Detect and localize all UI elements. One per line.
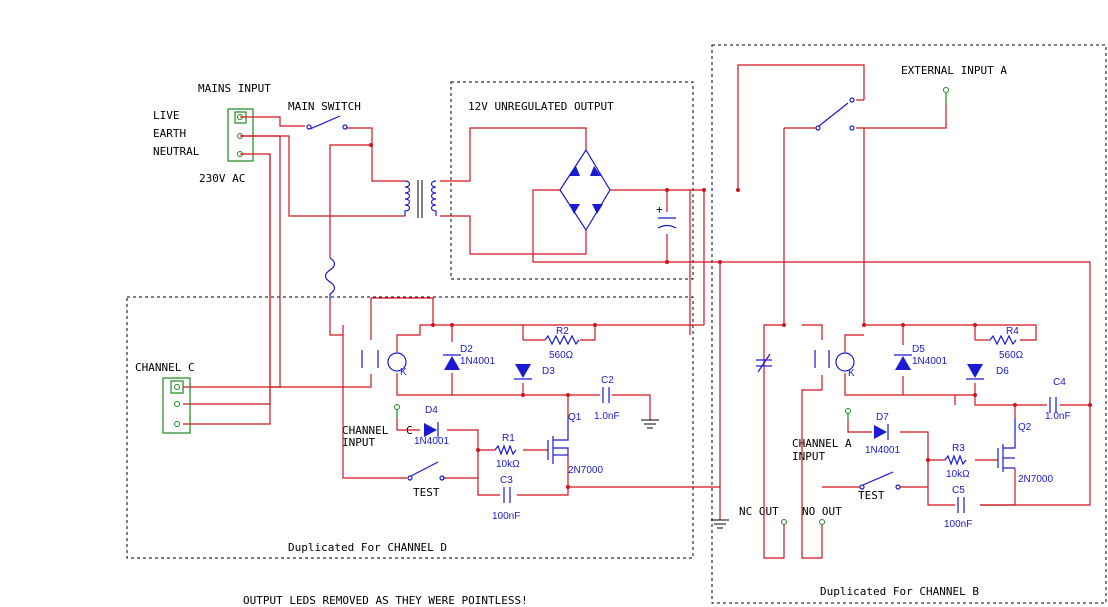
filter-capacitor: + xyxy=(656,203,677,229)
no-out-label: NO OUT xyxy=(802,505,842,518)
svg-text:10kΩ: 10kΩ xyxy=(946,469,970,480)
ac-label: 230V AC xyxy=(199,172,245,185)
psu-wiring xyxy=(440,127,1091,506)
external-input-label: EXTERNAL INPUT A xyxy=(901,64,1007,77)
diode-d2: D2 1N4001 xyxy=(443,344,495,370)
mains-input-label: MAINS INPUT xyxy=(198,82,271,95)
main-switch-label: MAIN SWITCH xyxy=(288,100,361,113)
channel-input-c-node xyxy=(394,404,400,418)
svg-text:560Ω: 560Ω xyxy=(549,350,574,361)
mosfet-q1: Q1 2N7000 xyxy=(547,412,603,476)
channel-input-c-label-2: INPUT xyxy=(342,436,375,449)
led-d6: D6 xyxy=(966,364,1009,380)
duplicated-b-label: Duplicated For CHANNEL B xyxy=(820,585,979,598)
svg-text:1N4001: 1N4001 xyxy=(460,356,495,367)
svg-text:D3: D3 xyxy=(542,366,555,377)
transformer xyxy=(404,180,437,218)
svg-text:D6: D6 xyxy=(996,366,1009,377)
svg-text:D7: D7 xyxy=(876,412,889,423)
svg-text:C5: C5 xyxy=(952,485,965,496)
svg-text:R3: R3 xyxy=(952,443,965,454)
diode-d7: D7 1N4001 xyxy=(865,412,900,456)
bridge-rectifier xyxy=(559,148,611,232)
nc-out-label: NC OUT xyxy=(739,505,779,518)
test-switch-left xyxy=(407,461,445,481)
footer-note: OUTPUT LEDS REMOVED AS THEY WERE POINTLE… xyxy=(243,594,528,607)
varistor xyxy=(756,353,772,373)
no-out-node xyxy=(819,519,825,525)
capacitor-c3: C3 100nF xyxy=(492,475,520,522)
channel-input-c-label-1: CHANNEL xyxy=(342,424,389,437)
ground-b xyxy=(711,519,729,529)
svg-text:1.0nF: 1.0nF xyxy=(594,411,620,422)
svg-text:2N7000: 2N7000 xyxy=(1018,474,1053,485)
led-d3: D3 xyxy=(514,364,555,380)
svg-text:R4: R4 xyxy=(1006,326,1019,337)
svg-text:K: K xyxy=(848,368,855,379)
svg-text:R2: R2 xyxy=(556,326,569,337)
resistor-r4: R4 560Ω xyxy=(989,326,1024,361)
duplicated-d-label: Duplicated For CHANNEL D xyxy=(288,541,447,554)
relay-coil-c: K xyxy=(387,352,407,378)
neutral-label: NEUTRAL xyxy=(153,145,200,158)
svg-text:1N4001: 1N4001 xyxy=(414,436,449,447)
nc-out-node xyxy=(781,519,787,525)
channel-c-wiring xyxy=(270,297,704,496)
mosfet-q2: Q2 2N7000 xyxy=(997,418,1053,485)
capacitor-c4: C4 1.0nF xyxy=(1045,377,1071,422)
relay-contact-b xyxy=(814,350,830,368)
psu-region xyxy=(450,81,694,280)
svg-text:D4: D4 xyxy=(425,405,438,416)
svg-text:1N4001: 1N4001 xyxy=(912,356,947,367)
capacitor-c5: C5 100nF xyxy=(944,485,972,530)
diode-d4: D4 1N4001 xyxy=(414,405,449,447)
svg-text:R1: R1 xyxy=(502,433,515,444)
capacitor-c2: C2 1.0nF xyxy=(594,375,620,422)
channel-b-wiring xyxy=(719,64,1092,559)
svg-text:1.0nF: 1.0nF xyxy=(1045,411,1071,422)
external-input-node xyxy=(943,87,949,105)
ground-c xyxy=(641,419,659,429)
channel-input-a-label-1: CHANNEL A xyxy=(792,437,852,450)
svg-text:100nF: 100nF xyxy=(944,519,972,530)
channel-c-label: CHANNEL C xyxy=(135,361,195,374)
svg-text:K: K xyxy=(400,367,407,378)
channel-b-region xyxy=(711,44,1107,604)
resistor-r1: R1 10kΩ xyxy=(494,433,520,470)
psu-label: 12V UNREGULATED OUTPUT xyxy=(468,100,614,113)
svg-text:D5: D5 xyxy=(912,344,925,355)
svg-text:C3: C3 xyxy=(500,475,513,486)
channel-d-region xyxy=(126,296,694,559)
svg-text:100nF: 100nF xyxy=(492,511,520,522)
svg-text:Q2: Q2 xyxy=(1018,422,1032,433)
channel-input-a-node xyxy=(845,408,851,420)
svg-text:560Ω: 560Ω xyxy=(999,350,1024,361)
svg-text:Q1: Q1 xyxy=(568,412,582,423)
channel-c-connector xyxy=(162,377,191,434)
svg-text:1N4001: 1N4001 xyxy=(865,445,900,456)
test-left-label: TEST xyxy=(413,486,440,499)
mains-wiring xyxy=(183,116,405,425)
svg-text:+: + xyxy=(656,203,663,216)
svg-text:2N7000: 2N7000 xyxy=(568,465,603,476)
resistor-r3: R3 10kΩ xyxy=(944,443,970,480)
relay-contact-c xyxy=(361,350,379,368)
svg-text:D2: D2 xyxy=(460,344,473,355)
live-label: LIVE xyxy=(153,109,180,122)
resistor-r2: R2 560Ω xyxy=(544,326,580,361)
svg-text:C4: C4 xyxy=(1053,377,1066,388)
test-right-label: TEST xyxy=(858,489,885,502)
svg-text:C2: C2 xyxy=(601,375,614,386)
diode-d5: D5 1N4001 xyxy=(894,344,947,370)
external-input-switch xyxy=(784,97,855,131)
svg-text:10kΩ: 10kΩ xyxy=(496,459,520,470)
channel-input-a-label-2: INPUT xyxy=(792,450,825,463)
test-switch-right xyxy=(859,471,901,490)
earth-label: EARTH xyxy=(153,127,186,140)
main-switch xyxy=(306,115,348,130)
relay-coil-b: K xyxy=(835,352,855,379)
fuse xyxy=(324,257,336,300)
